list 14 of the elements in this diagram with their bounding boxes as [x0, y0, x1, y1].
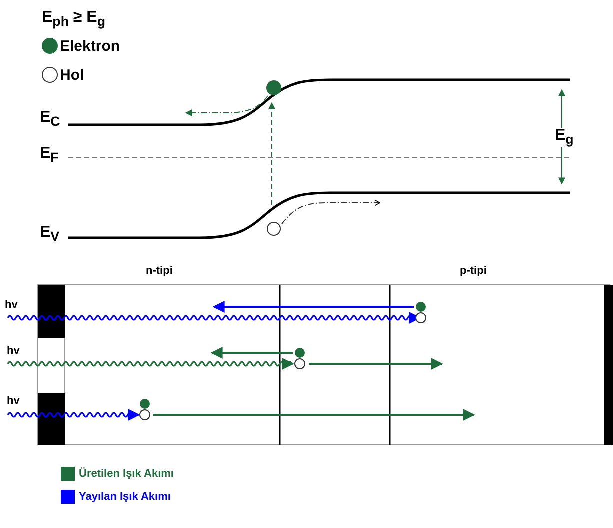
inequality-label: E$_{ph}$ ≥ E$_{g}$	[42, 10, 106, 29]
band-label: E$_{C}$	[40, 110, 60, 129]
band-label: E$_{F}$	[40, 146, 59, 165]
band-label: E$_{V}$	[40, 225, 60, 244]
legend-label: Hol	[60, 68, 84, 83]
legend-label: Üretilen Işık Akımı	[79, 469, 174, 480]
photon-label: hv	[7, 396, 20, 407]
photon-label: hv	[7, 346, 20, 357]
photon-label: hv	[5, 300, 18, 311]
region-label: p-tipi	[460, 266, 487, 277]
band-gap-label: E$_{g}$	[555, 128, 574, 147]
region-label: n-tipi	[146, 266, 173, 277]
legend-label: Yayılan Işık Akımı	[79, 492, 171, 503]
legend-label: Elektron	[60, 39, 120, 54]
